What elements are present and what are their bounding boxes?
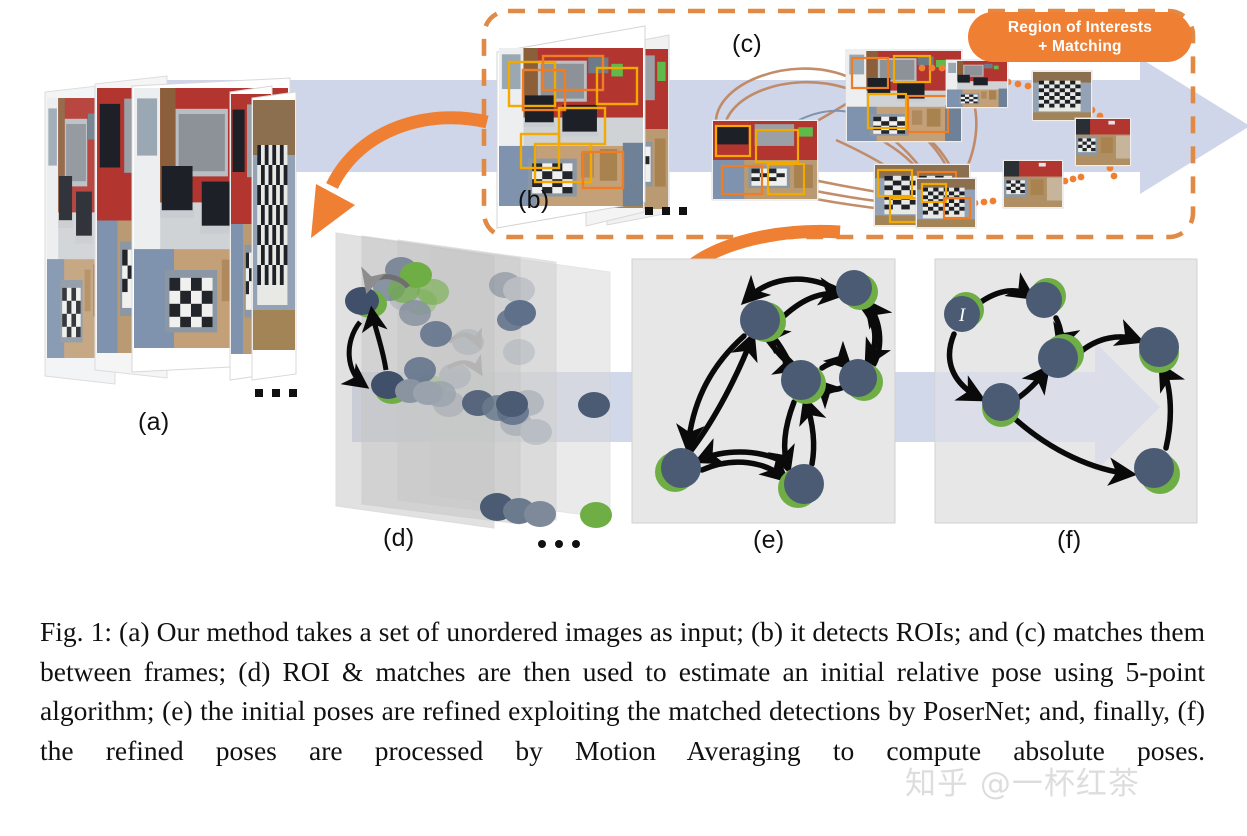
panel-label-c: (c) xyxy=(732,30,763,58)
panel-e-nodes xyxy=(655,270,883,508)
panel-label-d: (d) xyxy=(383,524,415,552)
match-tile-2 xyxy=(711,119,819,201)
node-label-identity: I xyxy=(958,305,967,326)
match-thumb-4 xyxy=(1002,159,1064,209)
badge-line-1: Region of Interests xyxy=(1007,19,1153,36)
panel-c-matching xyxy=(711,49,1132,229)
ellipsis-panel-a xyxy=(255,389,297,397)
panel-f: I xyxy=(934,258,1198,524)
panel-label-e: (e) xyxy=(753,526,785,554)
match-tile-1 xyxy=(845,49,963,143)
panel-d-front-pair-2 xyxy=(371,371,443,405)
panel-d-plane-stack xyxy=(335,232,612,529)
panel-e xyxy=(631,258,896,524)
panel-f-nodes xyxy=(944,278,1180,494)
panel-b-roi-stack xyxy=(496,25,670,229)
ellipsis-panel-d xyxy=(538,540,580,548)
ellipsis-panel-b xyxy=(645,207,687,215)
panel-label-b: (b) xyxy=(518,186,550,214)
figure-caption: Fig. 1: (a) Our method takes a set of un… xyxy=(40,616,1205,766)
region-of-interests-badge: Region of Interests + Matching xyxy=(968,12,1192,62)
match-thumb-1 xyxy=(945,59,1009,109)
panel-label-f: (f) xyxy=(1057,526,1082,554)
badge-line-2: + Matching xyxy=(1038,38,1122,55)
match-thumb-2 xyxy=(1031,70,1093,122)
match-thumb-3 xyxy=(1074,117,1132,167)
match-thumb-5 xyxy=(915,177,977,229)
panel-a-image-stack xyxy=(44,75,297,385)
panel-label-a: (a) xyxy=(138,408,170,436)
orange-arrow-b-to-d xyxy=(311,111,489,238)
watermark: 知乎 @一杯红茶 xyxy=(905,766,1140,802)
